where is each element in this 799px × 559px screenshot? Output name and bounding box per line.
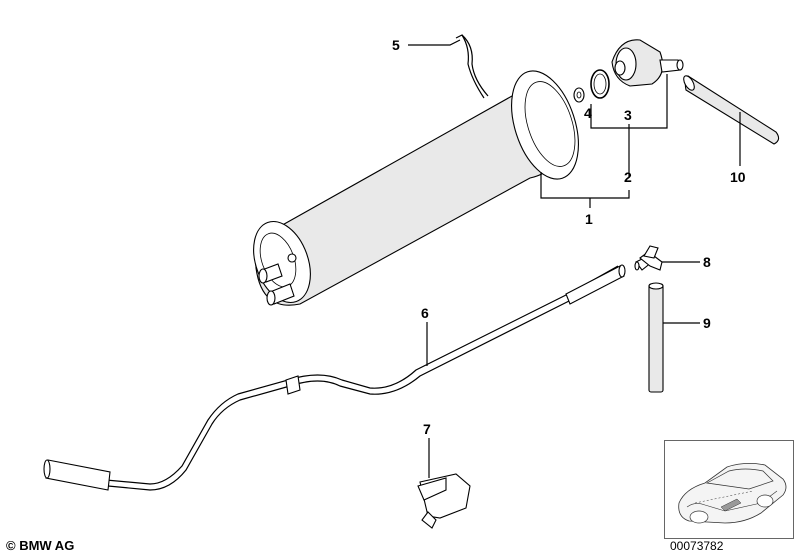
o-ring (590, 69, 610, 99)
copyright-label: © BMW AG (6, 538, 75, 553)
hose-piece (648, 282, 664, 393)
callout-5: 5 (392, 37, 400, 53)
retaining-clip (455, 34, 489, 99)
bracket-clip (417, 473, 471, 529)
vehicle-thumbnail (664, 440, 794, 539)
fuel-line (43, 264, 626, 491)
fuel-filter-canister (253, 70, 579, 306)
callout-7: 7 (423, 421, 431, 437)
short-hose (683, 75, 780, 145)
document-number: 00073782 (670, 539, 724, 553)
pressure-regulator (611, 39, 684, 87)
callout-10: 10 (730, 169, 746, 185)
callout-4: 4 (584, 105, 592, 121)
callout-2: 2 (624, 169, 632, 185)
callout-9: 9 (703, 315, 711, 331)
elbow-connector (634, 245, 663, 271)
callout-6: 6 (421, 305, 429, 321)
callout-labels: 1 2 3 4 5 6 7 8 9 10 (392, 37, 746, 437)
callout-3: 3 (624, 107, 632, 123)
callout-1: 1 (585, 211, 593, 227)
leader-lines (408, 39, 741, 478)
car-thumbnail-icon (678, 463, 787, 524)
small-washer (573, 87, 585, 103)
callout-8: 8 (703, 254, 711, 270)
